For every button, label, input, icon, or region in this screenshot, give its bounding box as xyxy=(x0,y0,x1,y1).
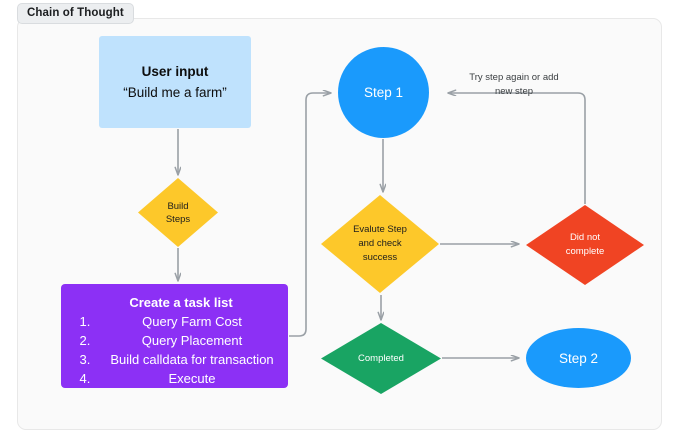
list-item: Build calldata for transaction xyxy=(94,350,288,369)
build-steps-label: Build Steps xyxy=(138,178,218,247)
task-list-items: Query Farm Cost Query Placement Build ca… xyxy=(61,312,288,388)
list-item: Execute xyxy=(94,369,288,388)
user-input-title: User input xyxy=(141,64,209,79)
node-task-list[interactable]: Create a task list Query Farm Cost Query… xyxy=(61,284,288,388)
edge-layer xyxy=(18,19,586,430)
diamond-shape xyxy=(526,205,644,285)
build-steps-line1: Build xyxy=(167,200,189,212)
build-steps-line2: Steps xyxy=(165,213,191,225)
evaluate-step-label: Evalute Step and check success xyxy=(321,195,439,293)
did-not-complete-line1: Did not xyxy=(569,232,601,243)
edge-label-retry: Try step again or add new step xyxy=(455,71,573,99)
edge-tasklist-to-step1 xyxy=(289,93,331,337)
diamond-shape xyxy=(321,195,439,293)
list-item: Query Farm Cost xyxy=(94,312,288,331)
edge-label-retry-line1: Try step again or add xyxy=(469,72,559,83)
node-build-steps[interactable]: Build Steps xyxy=(138,178,218,247)
task-list-title: Create a task list xyxy=(129,295,233,310)
node-user-input[interactable]: User input “Build me a farm” xyxy=(99,36,251,128)
diamond-shape xyxy=(321,323,441,394)
completed-label: Completed xyxy=(321,323,441,394)
node-completed[interactable]: Completed xyxy=(321,323,441,394)
completed-text: Completed xyxy=(358,353,404,364)
node-step2[interactable]: Step 2 xyxy=(526,328,631,388)
node-step1[interactable]: Step 1 xyxy=(338,47,429,138)
did-not-complete-line2: complete xyxy=(565,246,605,257)
diamond-shape xyxy=(138,178,218,247)
edge-didnotcomplete-to-step1 xyxy=(448,93,586,204)
diagram-canvas: User input “Build me a farm” Build Steps… xyxy=(17,18,662,430)
evaluate-line2: and check xyxy=(358,238,402,249)
chain-of-thought-badge: Chain of Thought xyxy=(17,3,134,24)
node-did-not-complete[interactable]: Did not complete xyxy=(526,205,644,285)
step1-label: Step 1 xyxy=(363,85,404,100)
list-item: Query Placement xyxy=(94,331,288,350)
user-input-subtitle: “Build me a farm” xyxy=(123,85,227,100)
evaluate-line1: Evalute Step xyxy=(353,224,407,235)
edge-label-retry-line2: new step xyxy=(494,86,534,97)
did-not-complete-label: Did not complete xyxy=(526,205,644,285)
step2-label: Step 2 xyxy=(558,350,599,366)
evaluate-line3: success xyxy=(362,252,398,263)
node-evaluate-step[interactable]: Evalute Step and check success xyxy=(321,195,439,293)
